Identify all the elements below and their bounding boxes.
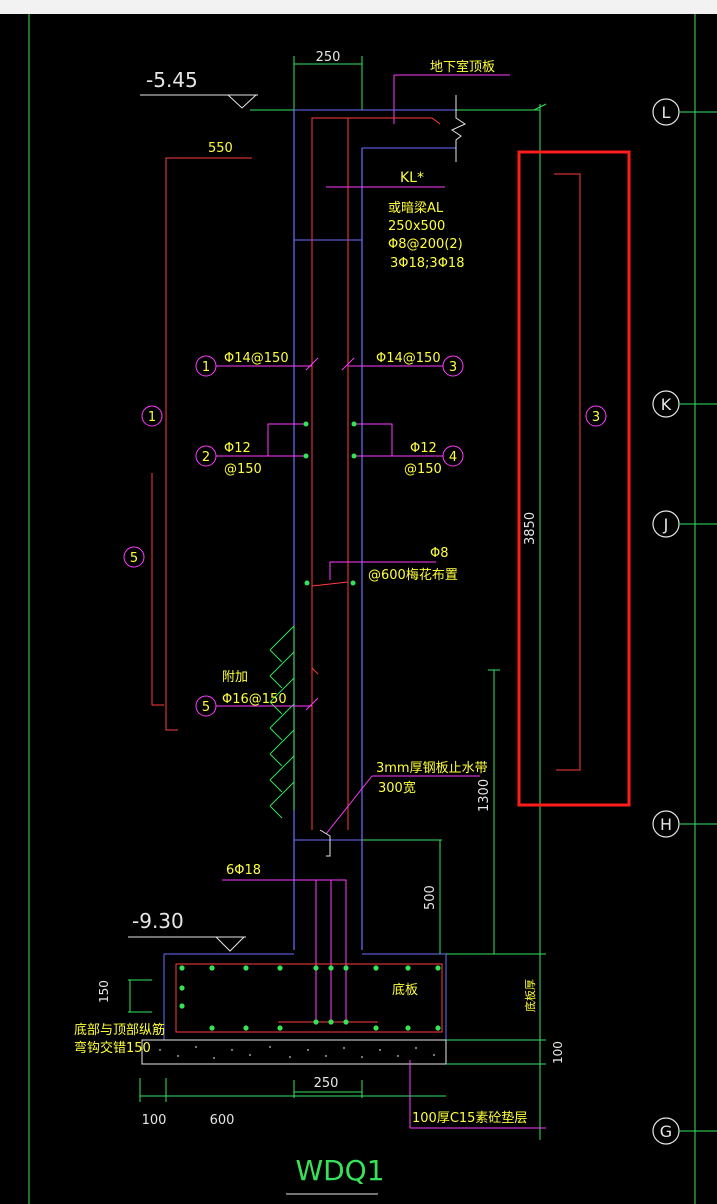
waterstop-label: 3mm厚钢板止水带 <box>376 761 488 776</box>
wall-section-drawing: L K J H G -5.45 250 地下室顶板 <box>28 14 717 1204</box>
callout-rebar-4: 4 Φ12 @150 <box>351 421 464 477</box>
dim-bottom: 250 100 600 <box>139 1076 446 1128</box>
elevation-top-text: -5.45 <box>146 68 198 92</box>
extra-label: 附加 <box>222 670 248 685</box>
axis-label: G <box>660 1122 672 1141</box>
roof-slab-label: 地下室顶板 <box>430 59 495 75</box>
slab-note-line: 底部与顶部纵筋 <box>74 1022 165 1038</box>
dim-3850-text: 3850 <box>523 512 538 545</box>
dim-1300-text: 1300 <box>477 779 492 812</box>
axis-bubble-K[interactable]: K <box>652 390 717 418</box>
break-line <box>450 95 467 162</box>
slab-note-line: 弯钩交错150 <box>74 1040 151 1056</box>
beam-spec-line: 250x500 <box>388 219 445 234</box>
svg-text:5: 5 <box>202 700 210 715</box>
bars-label: 6Φ18 <box>226 863 261 878</box>
concrete-note: 100厚C15素砼垫层 <box>409 1060 546 1129</box>
tie-label: Φ8 <box>430 546 449 561</box>
dim-text: 600 <box>210 1113 235 1128</box>
axis-label: L <box>662 103 671 122</box>
svg-text:3: 3 <box>592 410 600 425</box>
drawing-title-block: WDQ1 <box>286 1154 385 1195</box>
dim-text: 250 <box>314 1076 339 1091</box>
slab-thickness-text: 底板厚 <box>523 979 537 1012</box>
bar-shape-1: 550 <box>165 141 252 731</box>
axis-bubble-L[interactable]: L <box>652 98 717 126</box>
callout-tie: Φ8 @600梅花布置 <box>304 546 458 587</box>
slab-note: 150 底部与顶部纵筋 弯钩交错150 <box>74 979 165 1056</box>
svg-text:4: 4 <box>449 450 457 465</box>
dim-100-text: 100 <box>551 1041 565 1064</box>
elevation-bottom: -9.30 <box>128 909 246 952</box>
svg-text:1: 1 <box>148 410 156 425</box>
tie-label: @600梅花布置 <box>368 567 458 583</box>
dim-500-text: 500 <box>423 885 438 910</box>
callout-6bars: 6Φ18 <box>222 863 347 1020</box>
callout-waterstop: 3mm厚钢板止水带 300宽 <box>319 761 488 857</box>
beam-spec-line: 或暗梁AL <box>388 201 444 216</box>
svg-text:5: 5 <box>130 551 138 566</box>
dim-right: 3850 1300 500 底板厚 100 <box>362 103 565 1140</box>
beam-spec-line: Φ8@200(2) <box>388 237 463 252</box>
drawing-title: WDQ1 <box>295 1154 384 1187</box>
callout-rebar-1: 1 Φ14@150 <box>195 351 319 377</box>
rebar-label: @150 <box>404 462 442 477</box>
svg-text:3: 3 <box>449 360 457 375</box>
axis-bubble-J[interactable]: J <box>652 510 717 538</box>
axis-label: K <box>661 395 672 414</box>
waterstop-label: 300宽 <box>378 780 416 796</box>
rebar-tick <box>311 667 319 675</box>
rebar-label: Φ14@150 <box>376 351 441 366</box>
dim-150-text: 150 <box>97 980 111 1003</box>
svg-text:2: 2 <box>202 450 210 465</box>
callout-rebar-5: 5 附加 Φ16@150 <box>195 670 319 717</box>
dim-550-text: 550 <box>208 141 233 156</box>
axis-label: J <box>663 515 669 534</box>
bar-shape-3-highlight[interactable]: 3 <box>517 150 631 807</box>
beam-spec-line: 3Φ18;3Φ18 <box>390 256 464 271</box>
bar-shape-5 <box>151 473 164 706</box>
dim-top-250: 250 <box>293 50 363 110</box>
callout-rebar-2: 2 Φ12 @150 <box>195 421 309 477</box>
axis-bubble-G[interactable]: G <box>652 1117 717 1145</box>
elevation-bottom-text: -9.30 <box>132 909 184 933</box>
roof-slab-callout: 地下室顶板 <box>393 59 510 124</box>
wall-rebar-vertical <box>311 118 349 830</box>
cad-viewport[interactable]: L K J H G -5.45 250 地下室顶板 <box>0 14 717 1204</box>
slab-rebar <box>311 117 441 130</box>
rebar-label: Φ12 <box>224 441 251 456</box>
slab-label: 底板 <box>392 982 418 998</box>
marker-big-1[interactable]: 1 <box>141 405 163 427</box>
marker-big-5[interactable]: 5 <box>123 546 145 568</box>
base-slab: 底板 <box>163 953 447 1040</box>
callout-rebar-3: 3 Φ14@150 <box>341 351 464 377</box>
extra-label: Φ16@150 <box>222 692 287 707</box>
concrete-note-text: 100厚C15素砼垫层 <box>412 1110 527 1126</box>
beam-callout: KL* 或暗梁AL 250x500 Φ8@200(2) 3Φ18;3Φ18 <box>326 170 464 271</box>
wall-outline <box>293 110 363 950</box>
concrete-pad <box>141 1039 447 1065</box>
rebar-label: Φ12 <box>410 441 437 456</box>
soil-hatch <box>269 625 295 819</box>
axis-label: H <box>660 815 672 834</box>
elevation-top: -5.45 <box>140 68 258 109</box>
dim-text: 250 <box>316 50 341 65</box>
slab-rebar-dots <box>179 965 441 1031</box>
beam-kl-label: KL* <box>400 170 424 186</box>
axis-bubble-H[interactable]: H <box>652 810 717 838</box>
rebar-label: @150 <box>224 462 262 477</box>
dim-text: 100 <box>142 1113 167 1128</box>
svg-text:1: 1 <box>202 360 210 375</box>
rebar-label: Φ14@150 <box>224 351 289 366</box>
